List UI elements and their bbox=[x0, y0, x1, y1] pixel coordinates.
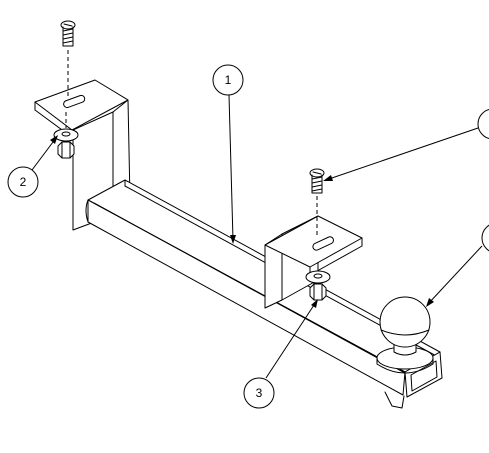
callout-1-label: 1 bbox=[225, 73, 232, 87]
callout-3-label: 3 bbox=[256, 386, 263, 400]
hitch-ball bbox=[376, 296, 434, 374]
main-receiver-tube bbox=[85, 179, 443, 409]
right-carriage-bolt bbox=[309, 168, 325, 236]
left-carriage-bolt bbox=[60, 20, 76, 96]
left-mounting-bracket bbox=[34, 79, 131, 231]
left-washer-nut bbox=[53, 112, 79, 159]
callout-3: 3 bbox=[243, 377, 275, 409]
callout-1: 1 bbox=[212, 64, 244, 96]
callout-2: 2 bbox=[7, 166, 39, 198]
callout-2-label: 2 bbox=[20, 175, 27, 189]
right-washer-nut bbox=[305, 262, 331, 301]
callout-partial-lower bbox=[481, 224, 489, 252]
callout-leaders bbox=[31, 94, 483, 379]
callout-partial-upper bbox=[477, 109, 489, 139]
